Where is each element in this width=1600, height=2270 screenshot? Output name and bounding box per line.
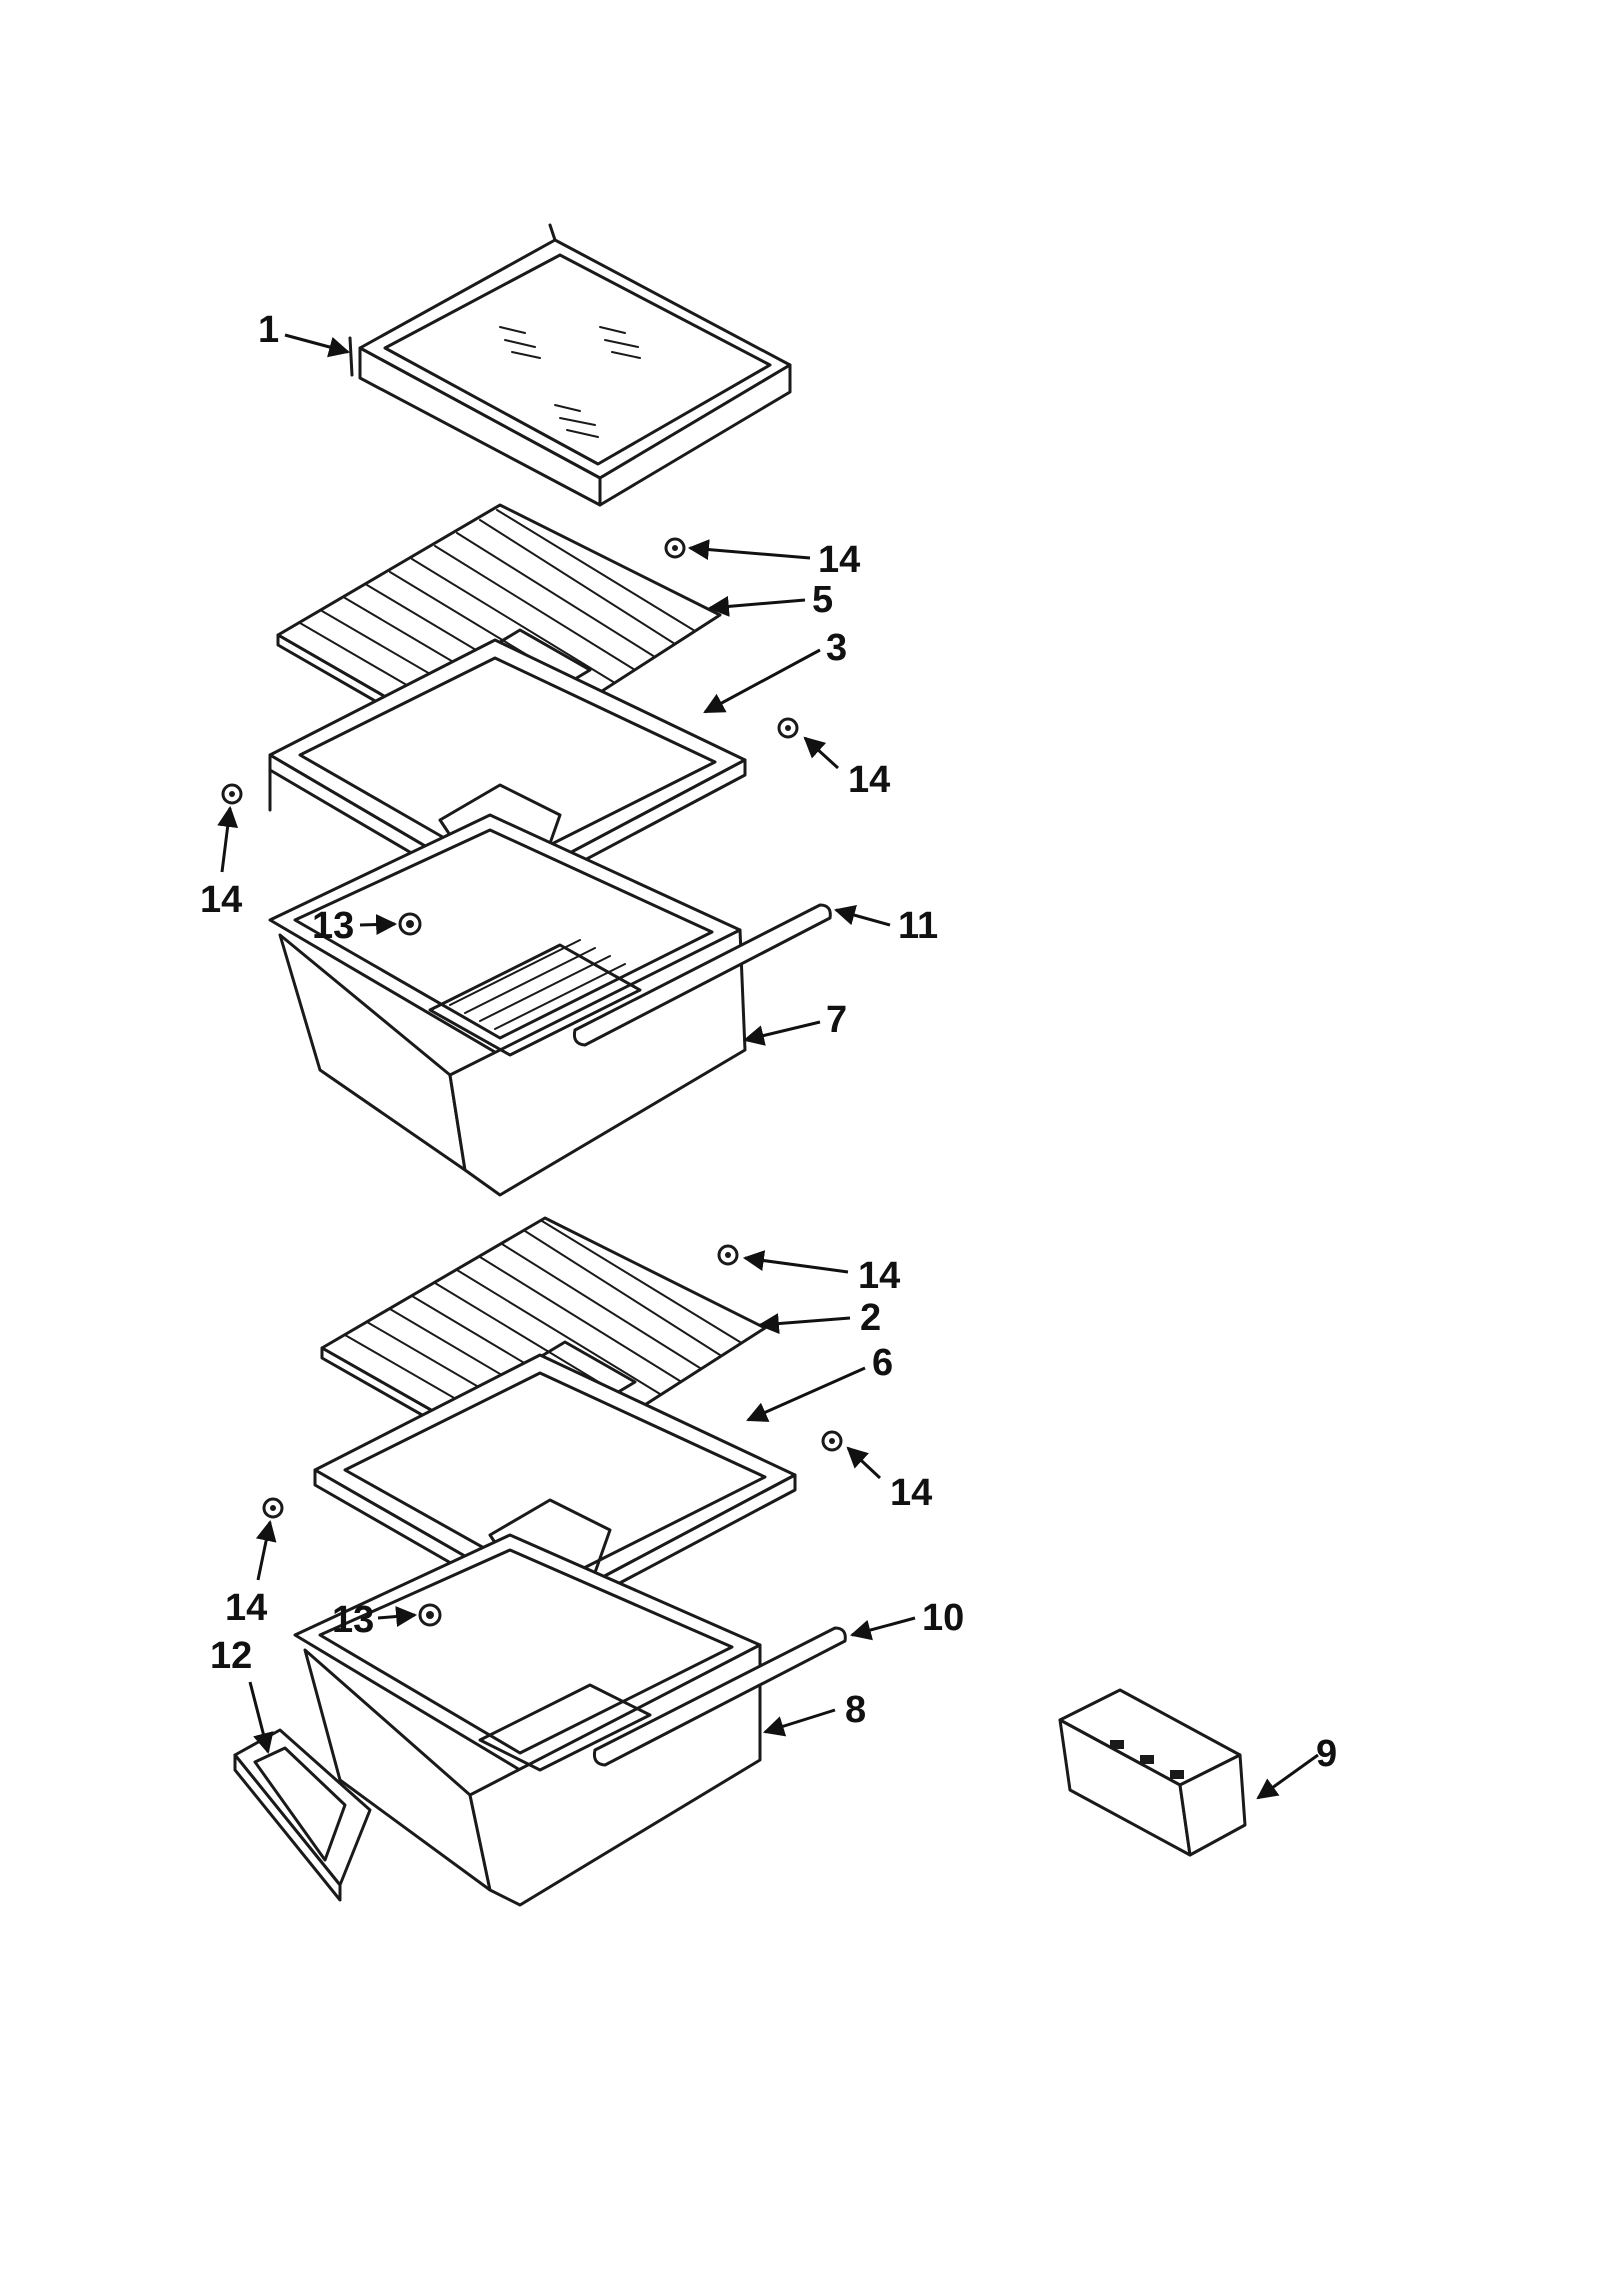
callout-14-a: 14	[818, 539, 860, 581]
part-10-handle	[593, 1626, 847, 1767]
callout-labels: 1 14 5 3 14 14 13 11 7 14 2 6 14 14 13 1…	[200, 309, 1337, 1775]
callout-13-b: 13	[332, 1599, 374, 1641]
part-14-fastener-d	[717, 1244, 739, 1266]
part-7-crisper-drawer	[268, 813, 747, 1197]
part-14-fastener-b	[777, 717, 799, 739]
callout-5: 5	[812, 579, 833, 621]
part-1-shelf	[348, 223, 792, 507]
callout-1: 1	[258, 309, 279, 351]
callout-13-a: 13	[312, 905, 354, 947]
part-14-fastener-f	[262, 1497, 284, 1519]
part-14-fastener-e	[821, 1430, 843, 1452]
callout-14-e: 14	[890, 1472, 932, 1514]
part-14-fastener-c	[221, 783, 243, 805]
callout-11: 11	[898, 905, 938, 947]
callout-9: 9	[1316, 1733, 1337, 1775]
callout-14-b: 14	[848, 759, 890, 801]
callout-12: 12	[210, 1635, 252, 1677]
callout-8: 8	[845, 1689, 866, 1731]
callout-2: 2	[860, 1297, 881, 1339]
callout-14-f: 14	[225, 1587, 267, 1629]
part-13-fastener-lower	[418, 1603, 442, 1627]
callout-7: 7	[826, 999, 847, 1041]
part-9-bin	[1058, 1688, 1247, 1857]
part-14-fastener-a	[664, 537, 686, 559]
callout-6: 6	[872, 1342, 893, 1384]
callout-14-d: 14	[858, 1255, 900, 1297]
callout-3: 3	[826, 627, 847, 669]
callout-10: 10	[922, 1597, 964, 1639]
leader-lines	[217, 333, 1319, 1800]
part-11-handle	[573, 903, 832, 1047]
callout-14-c: 14	[200, 879, 242, 921]
part-13-fastener-upper	[398, 912, 422, 936]
